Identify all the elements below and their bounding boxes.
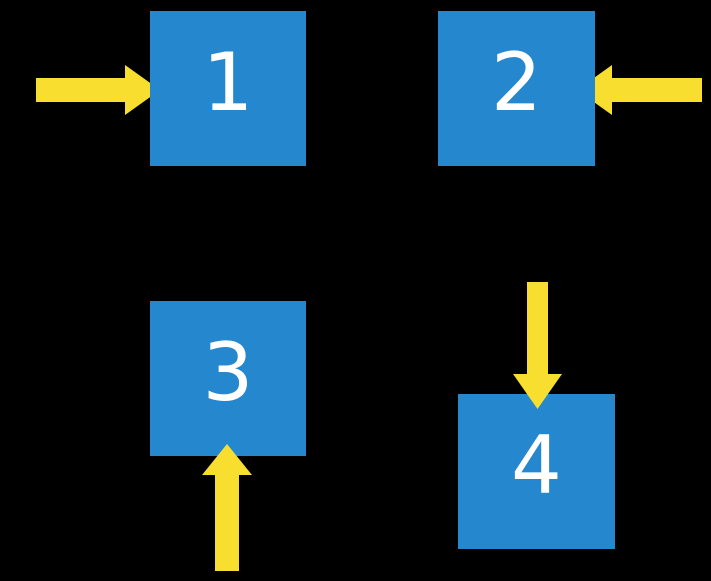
- arrow-into-node-2: [577, 65, 702, 115]
- node-3[interactable]: 3: [150, 301, 306, 456]
- node-2-label: 2: [491, 35, 542, 129]
- node-4-label: 4: [511, 418, 562, 512]
- node-1[interactable]: 1: [150, 11, 306, 166]
- arrow-left-shape: [577, 65, 702, 115]
- arrow-into-node-4: [513, 282, 562, 409]
- arrow-into-node-3: [202, 444, 252, 571]
- arrow-right-shape: [36, 65, 160, 115]
- node-4[interactable]: 4: [458, 394, 615, 549]
- arrow-down-shape: [513, 282, 562, 409]
- node-1-label: 1: [202, 35, 254, 129]
- arrow-into-node-1: [36, 65, 160, 115]
- arrow-up-shape: [202, 444, 252, 571]
- node-3-label: 3: [202, 325, 254, 419]
- node-2[interactable]: 2: [438, 11, 595, 166]
